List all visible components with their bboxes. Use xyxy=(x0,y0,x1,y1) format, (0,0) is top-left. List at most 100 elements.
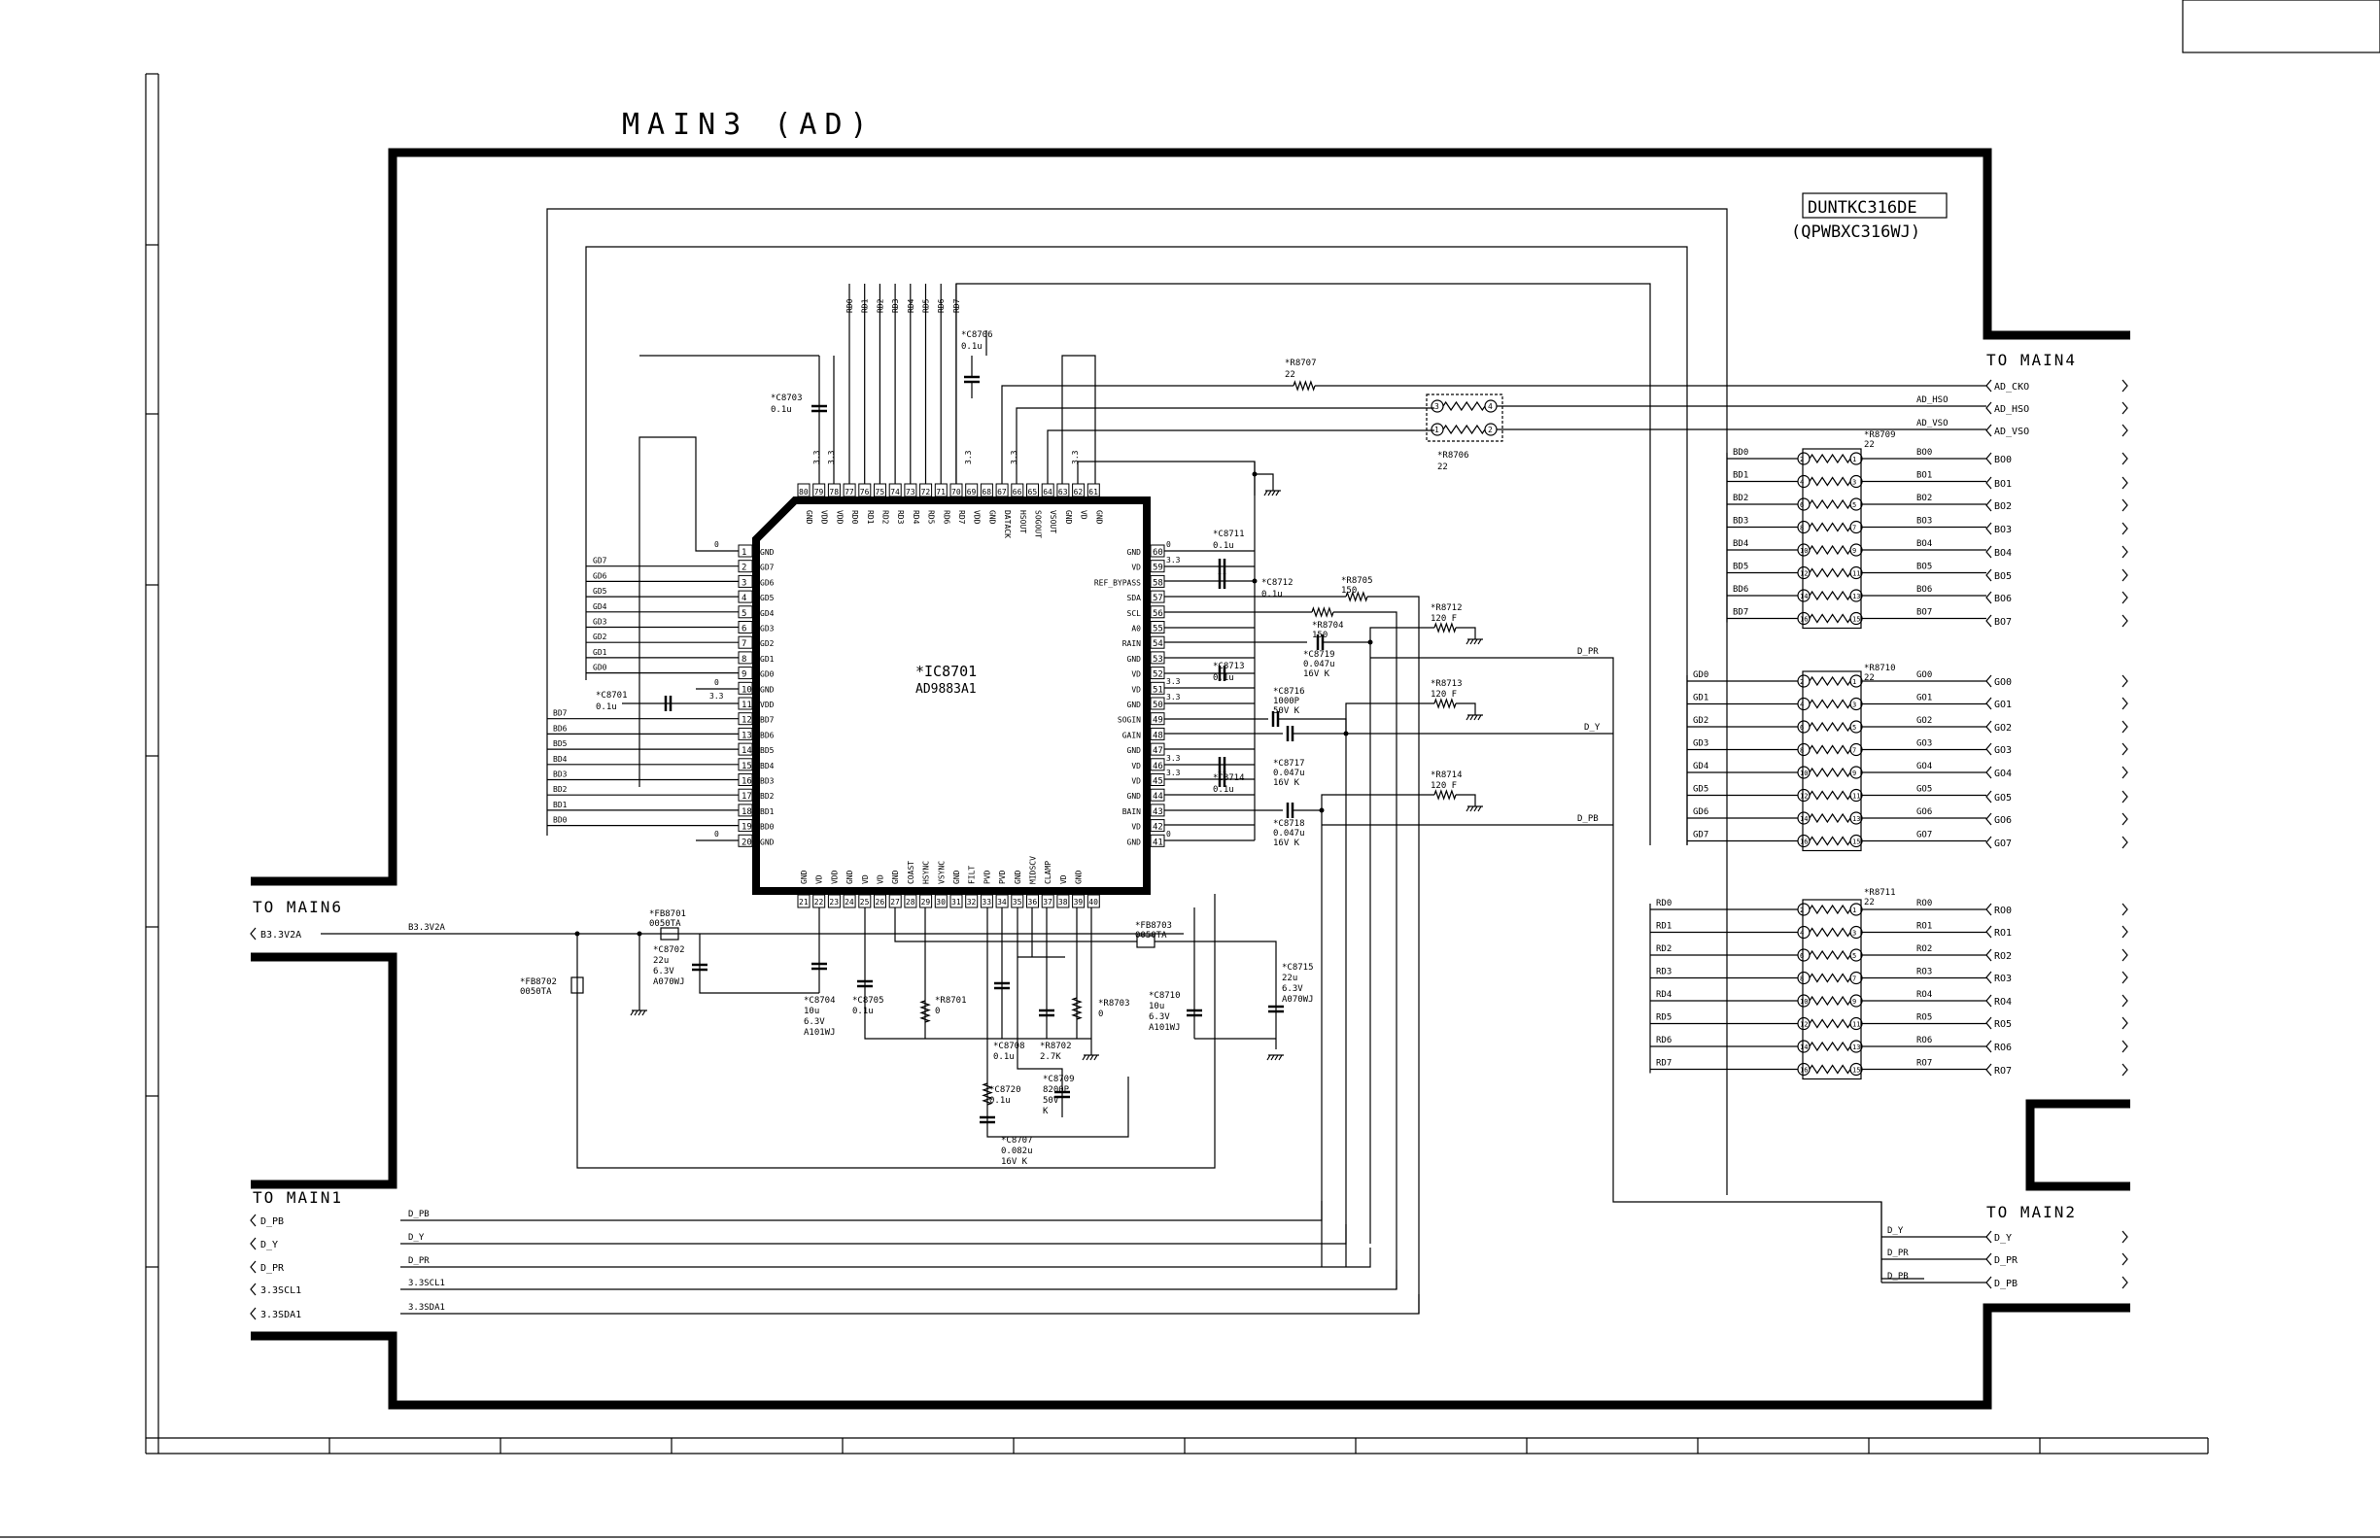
resnet-pin-number: 11 xyxy=(1852,570,1860,578)
resnet-input-net-label: GD0 xyxy=(1693,670,1708,680)
ic-pin-name-left: GD3 xyxy=(760,625,775,633)
ic-pin-name-bottom: MIDSCV xyxy=(1029,856,1038,884)
r8701-value: 0 xyxy=(935,1007,940,1016)
c8719-rating: 16V K xyxy=(1303,669,1330,679)
resnet-input-net-label: BD7 xyxy=(1733,608,1748,618)
c8702-ref: *C8702 xyxy=(653,945,685,955)
main4-pin-label: BO3 xyxy=(1994,525,2012,535)
c8720-ref: *C8708 xyxy=(993,1042,1025,1051)
wire xyxy=(1077,461,1256,496)
ic-pin-box-top xyxy=(965,483,979,497)
main4-connector-bracket-right xyxy=(2121,568,2128,582)
ic-pin-number-top: 72 xyxy=(921,488,931,496)
resnet-resistor xyxy=(1809,949,1851,961)
main6-connector-bracket xyxy=(250,927,257,941)
r8714-resistor xyxy=(1433,789,1457,801)
ic-pin-number-right: 58 xyxy=(1153,578,1163,588)
ic-pin-number-left: 9 xyxy=(742,670,746,680)
voltage-label: 3.3 xyxy=(812,450,821,464)
ic-pin-box-bottom xyxy=(934,894,948,908)
ic-pin-name-left: GD0 xyxy=(760,670,775,679)
resnet-resistor xyxy=(1809,1041,1851,1052)
c8710-rating: 6.3V xyxy=(1149,1012,1170,1022)
ic-pin-number-bottom: 39 xyxy=(1074,898,1084,907)
main4-pin-label: GO3 xyxy=(1994,745,2012,756)
ground-hatch xyxy=(1271,490,1276,496)
main4-pin-label: GO0 xyxy=(1994,677,2012,688)
ic-pin-name-right: GND xyxy=(1127,838,1142,846)
main1-pin-label: 3.3SCL1 xyxy=(260,1285,301,1296)
resnet-outline xyxy=(1802,899,1862,1080)
main4-pin-label: BO7 xyxy=(1994,617,2012,628)
c8716-ref: *C8716 xyxy=(1273,687,1305,697)
main2-net-label: D_Y xyxy=(1887,1226,1904,1236)
main4-connector-bracket-right xyxy=(2121,614,2128,628)
resnet-output-net-label: GO0 xyxy=(1916,670,1932,680)
resnet-resistor xyxy=(1809,590,1851,601)
resnet-output-net-label: GO1 xyxy=(1916,694,1932,703)
ic-pin-name-right: VD xyxy=(1131,823,1141,832)
wire xyxy=(400,1294,1420,1315)
resnet-input-net-label: RD3 xyxy=(1656,968,1672,977)
r8706-pin-number: 1 xyxy=(1434,426,1439,434)
ic-pin-number-left: 19 xyxy=(742,823,752,833)
c8706-ref: *C8706 xyxy=(961,330,993,340)
main1-connector-bracket xyxy=(250,1237,257,1250)
resnet-pin-number: 11 xyxy=(1852,1021,1860,1029)
main4-connector-bracket-right xyxy=(2121,452,2128,465)
ground-hatch xyxy=(1466,805,1470,812)
ground-hatch xyxy=(1473,805,1478,812)
ic-pin-name-bottom: GND xyxy=(1014,870,1022,884)
ic-pin-number-bottom: 37 xyxy=(1043,898,1052,907)
ic-pin-name-top: GND xyxy=(1064,510,1073,525)
ic-pin-number-bottom: 36 xyxy=(1028,898,1038,907)
ic-pin-name-top: RD3 xyxy=(896,510,905,525)
ic-pin-name-left: BD6 xyxy=(760,731,775,739)
resnet-resistor xyxy=(1809,767,1851,778)
ic-pin-number-bottom: 34 xyxy=(997,898,1007,907)
resnet-ref: *R8711 xyxy=(1864,888,1896,898)
ic-pin-number-bottom: 27 xyxy=(890,898,900,907)
resnet-input-net-label: GD6 xyxy=(1693,807,1708,817)
ic-pin-name-right: SOGIN xyxy=(1118,716,1141,725)
ic-pin-number-top: 79 xyxy=(814,488,824,496)
wire xyxy=(585,246,1688,845)
resnet-output-net-label: BO4 xyxy=(1916,539,1932,549)
voltage-label: 3.3 xyxy=(1166,754,1181,763)
resnet-output-net-label: BO2 xyxy=(1916,494,1932,503)
ic-pin-name-bottom: CLAMP xyxy=(1044,861,1052,884)
ic-pin-name-right: GND xyxy=(1127,701,1142,709)
wire xyxy=(1293,809,1323,1267)
main1-pin-label: D_PB xyxy=(260,1216,284,1227)
resnet-resistor xyxy=(1809,812,1851,824)
ic-pin-box-bottom xyxy=(904,894,917,908)
main4-connector-bracket xyxy=(1985,971,1992,984)
ic-pin-box-bottom xyxy=(1087,894,1100,908)
ic-pin-number-left: 18 xyxy=(742,807,752,817)
main4-pin-label: GO5 xyxy=(1994,793,2012,804)
ic-pin-number-right: 45 xyxy=(1153,777,1163,787)
c8709-rating: 50V xyxy=(1043,1096,1059,1106)
ic-pin-name-left: GND xyxy=(760,685,775,694)
ic-pin-name-right: GND xyxy=(1127,548,1142,557)
ic-pin-number-top: 62 xyxy=(1074,488,1084,496)
wire xyxy=(638,436,739,787)
ic-pin-name-bottom: HSYNC xyxy=(922,861,931,884)
ic-pin-number-left: 10 xyxy=(742,685,752,695)
resnet-resistor xyxy=(1809,1064,1851,1075)
c8713-ref: *C8713 xyxy=(1213,662,1245,671)
r8705-resistor xyxy=(1345,591,1368,602)
resnet-resistor xyxy=(1809,675,1851,687)
ic-pin-name-right: VD xyxy=(1131,762,1141,770)
ic-pin-number-right: 47 xyxy=(1153,746,1163,756)
ic-pin-name-left: BD4 xyxy=(760,762,775,770)
main4-connector-bracket-right xyxy=(2121,697,2128,710)
ic-pin-name-right: SDA xyxy=(1127,594,1142,602)
ic-pin-name-bottom: VDD xyxy=(830,870,839,884)
ic-pin-number-right: 44 xyxy=(1153,792,1163,802)
ic-pin-name-top: VSOUT xyxy=(1049,510,1057,533)
resnet-pin-number: 7 xyxy=(1852,975,1856,983)
